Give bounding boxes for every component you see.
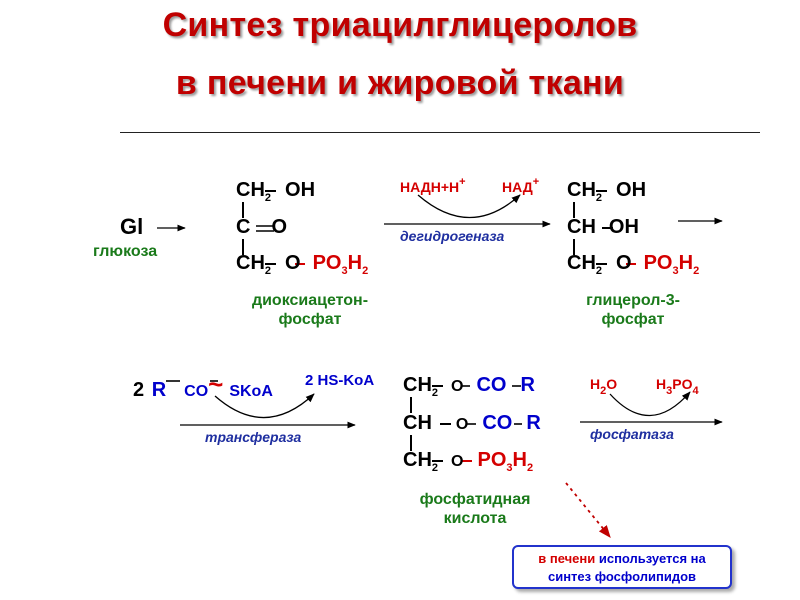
title-line-2: в печени и жировой ткани — [175, 64, 625, 102]
dhap-label: диоксиацетон-фосфат — [251, 292, 369, 328]
glucose-symbol: Gl — [120, 214, 144, 239]
enzyme-phosphatase: фосфатаза — [590, 426, 674, 442]
liver-note-box: в печени используется на синтез фосфолип… — [512, 545, 732, 589]
hs-koa: 2 HS-KoA — [305, 372, 375, 389]
curve-water-phosphate — [609, 391, 691, 417]
phosphoric-acid: H3PO4 — [656, 376, 699, 397]
enzyme-dehydrogenase: дегидрогеназа — [400, 228, 505, 244]
g3p-label: глицерол-3-фосфат — [586, 292, 680, 328]
curve-nadh-nad — [417, 194, 521, 219]
water: H2O — [590, 376, 618, 397]
title-line-1: Синтез триацилглицеролов — [162, 6, 638, 44]
enzyme-transferase: трансфераза — [205, 429, 302, 445]
arrow-to-note — [565, 482, 611, 538]
note-text-2: синтез фосфолипидов — [547, 569, 697, 584]
note-text-1: используется на — [595, 551, 706, 566]
cofactor-nad: НАД+ — [502, 176, 540, 195]
glucose-label: глюкоза — [93, 243, 158, 260]
curve-acyl-coa — [214, 393, 315, 419]
cofactor-nadh: НАДН+Н+ — [400, 176, 466, 195]
note-highlight: в печени — [538, 551, 596, 566]
title-divider — [120, 132, 760, 133]
